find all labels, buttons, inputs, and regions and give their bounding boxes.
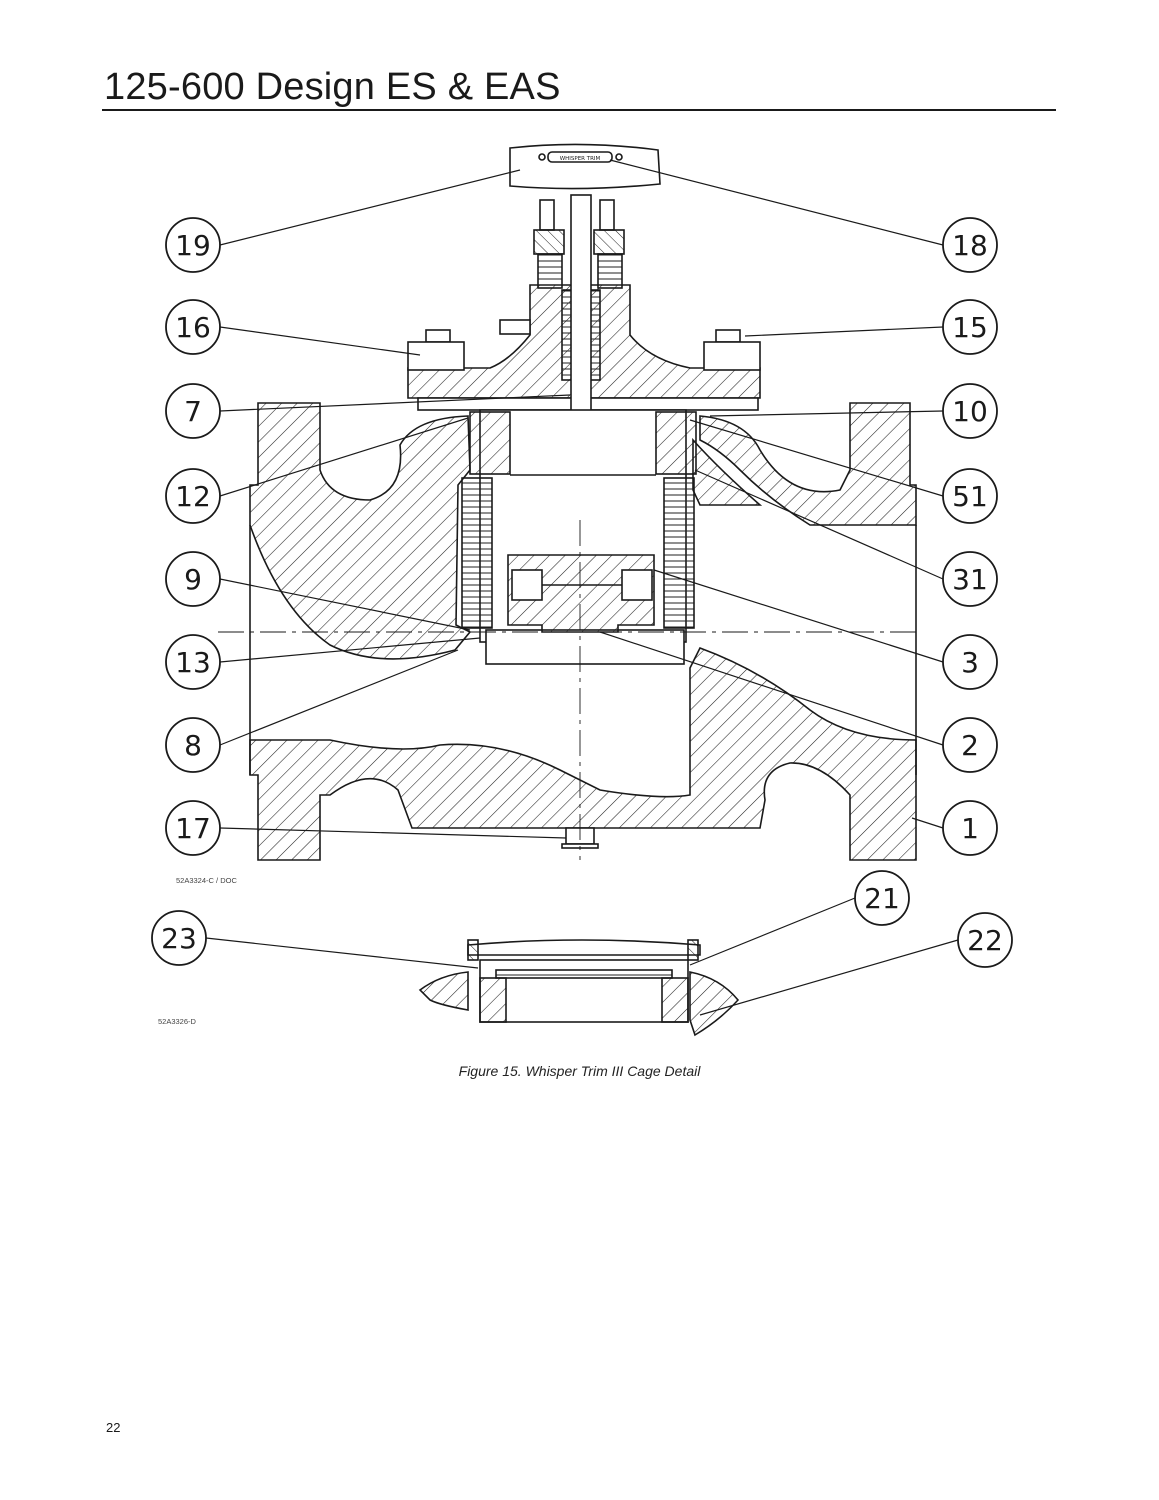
svg-text:23: 23 [161, 922, 197, 955]
svg-text:51: 51 [952, 480, 988, 513]
callout-51: 51 [942, 468, 998, 524]
centerlines [218, 520, 920, 860]
callout-18: 18 [942, 217, 998, 273]
callout-8: 8 [165, 717, 221, 773]
callout-16: 16 [165, 299, 221, 355]
bonnet-bolts [407, 329, 761, 371]
page-title: 125-600 Design ES & EAS [104, 66, 561, 108]
leader-lines [205, 159, 959, 1016]
svg-text:31: 31 [952, 563, 988, 596]
page-number: 22 [106, 1420, 121, 1435]
figure-caption: Figure 15. Whisper Trim III Cage Detail [458, 1063, 701, 1079]
svg-text:10: 10 [952, 395, 988, 428]
svg-text:16: 16 [175, 311, 211, 344]
drawing-number-main: 52A3324-C / DOC [176, 876, 237, 885]
svg-text:21: 21 [864, 882, 900, 915]
callout-21: 21 [854, 870, 910, 926]
svg-text:19: 19 [175, 229, 211, 262]
nameplate-text: WHISPER TRIM [560, 156, 601, 162]
svg-text:18: 18 [952, 229, 988, 262]
svg-text:9: 9 [184, 563, 202, 596]
callouts-detail: 23 21 22 [151, 870, 1013, 968]
svg-text:2: 2 [961, 729, 979, 762]
callout-17: 17 [165, 800, 221, 856]
callout-15: 15 [942, 299, 998, 355]
callout-3: 3 [942, 634, 998, 690]
callouts-left: 19 16 7 12 9 13 8 17 [165, 217, 221, 856]
svg-text:7: 7 [184, 395, 202, 428]
callouts-right: 18 15 10 51 31 3 2 1 [942, 217, 998, 856]
svg-text:15: 15 [952, 311, 988, 344]
callout-22: 22 [957, 912, 1013, 968]
svg-text:1: 1 [961, 812, 979, 845]
callout-13: 13 [165, 634, 221, 690]
svg-text:3: 3 [961, 646, 979, 679]
nameplate: WHISPER TRIM [509, 143, 661, 190]
callout-31: 31 [942, 551, 998, 607]
callout-19: 19 [165, 217, 221, 273]
callout-12: 12 [165, 468, 221, 524]
callout-2: 2 [942, 717, 998, 773]
callout-10: 10 [942, 383, 998, 439]
svg-text:13: 13 [175, 646, 211, 679]
valve-plug [507, 554, 655, 633]
seat-detail [418, 939, 740, 1037]
callout-1: 1 [942, 800, 998, 856]
callout-7: 7 [165, 383, 221, 439]
callout-23: 23 [151, 910, 207, 966]
svg-text:8: 8 [184, 729, 202, 762]
svg-text:17: 17 [175, 812, 211, 845]
packing-assembly [499, 199, 625, 381]
svg-text:12: 12 [175, 480, 211, 513]
drawing-number-detail: 52A3326-D [158, 1017, 196, 1026]
svg-text:22: 22 [967, 924, 1003, 957]
callout-9: 9 [165, 551, 221, 607]
title-rule [102, 109, 1056, 111]
